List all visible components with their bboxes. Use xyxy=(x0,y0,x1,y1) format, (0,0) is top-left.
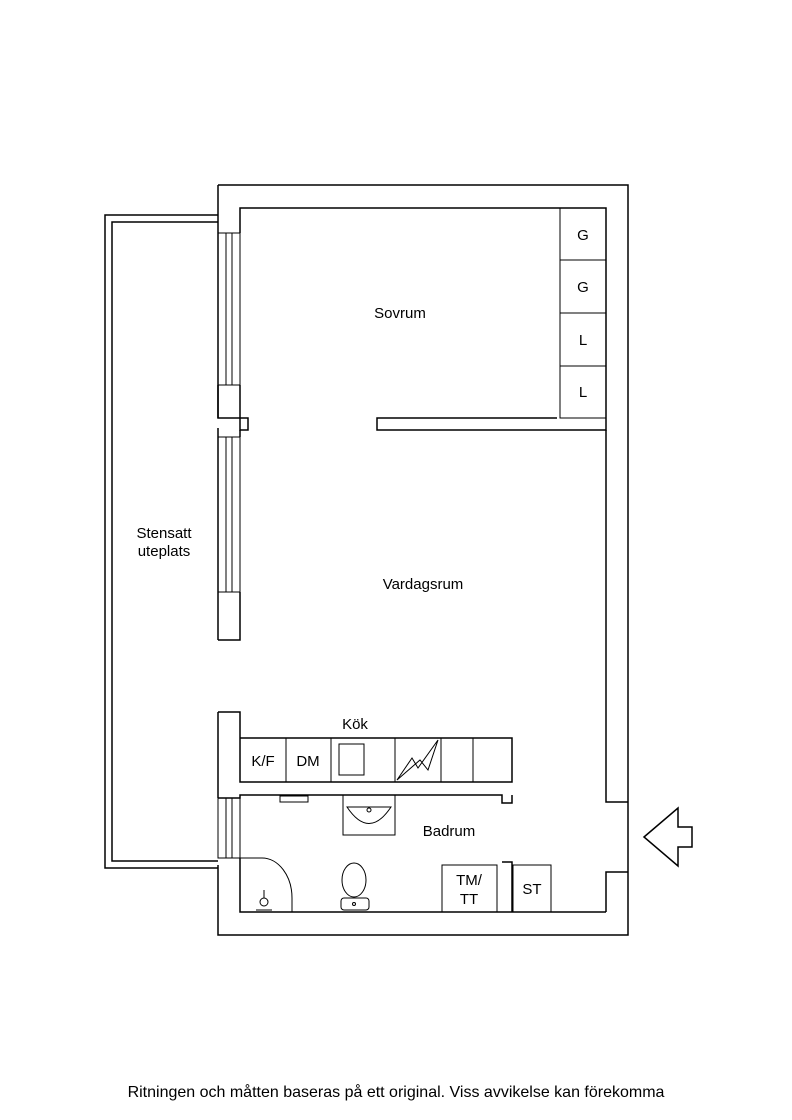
room-label-badrum: Badrum xyxy=(423,823,476,840)
entrance-arrow-icon xyxy=(642,806,693,868)
hallway-wall xyxy=(605,430,628,912)
bathroom-label-tt: TT xyxy=(460,891,478,908)
wardrobes xyxy=(559,207,607,419)
wardrobe-label: G xyxy=(577,279,589,296)
stove-icon xyxy=(396,739,439,781)
disclaimer-text: Ritningen och måtten baseras på ett orig… xyxy=(127,1084,665,1101)
sink-icon xyxy=(342,794,396,836)
room-label-vardagsrum: Vardagsrum xyxy=(383,576,464,593)
kitchen-counter xyxy=(218,711,513,783)
shower-icon xyxy=(240,857,293,912)
bathroom-label-tm: TM/ xyxy=(456,872,483,889)
cabinet-st-box xyxy=(512,864,552,913)
floor-plan: Sovrum Vardagsrum Kök Badrum Stensatt ut… xyxy=(104,184,693,936)
wardrobe-label: G xyxy=(577,227,589,244)
toilet-icon xyxy=(340,862,370,911)
window-middle xyxy=(217,430,241,641)
room-label-uteplats-2: uteplats xyxy=(138,543,191,560)
room-label-uteplats-1: Stensatt xyxy=(136,525,192,542)
window-lower xyxy=(217,797,241,859)
towel-rail xyxy=(279,795,309,803)
bathroom-inner-wall xyxy=(502,861,513,912)
wardrobe-label: L xyxy=(579,384,587,401)
kitchen-label-dm: DM xyxy=(296,753,319,770)
terrace xyxy=(104,214,218,869)
kitchen-label-kf: K/F xyxy=(251,753,274,770)
outer-wall xyxy=(217,184,629,936)
wardrobe-label: L xyxy=(579,332,587,349)
room-label-sovrum: Sovrum xyxy=(374,305,426,322)
bathroom-label-st: ST xyxy=(522,881,541,898)
bathroom-wall xyxy=(218,794,606,913)
window-upper xyxy=(217,232,249,431)
washer-dryer-box xyxy=(441,864,498,913)
room-label-kok: Kök xyxy=(342,716,368,733)
